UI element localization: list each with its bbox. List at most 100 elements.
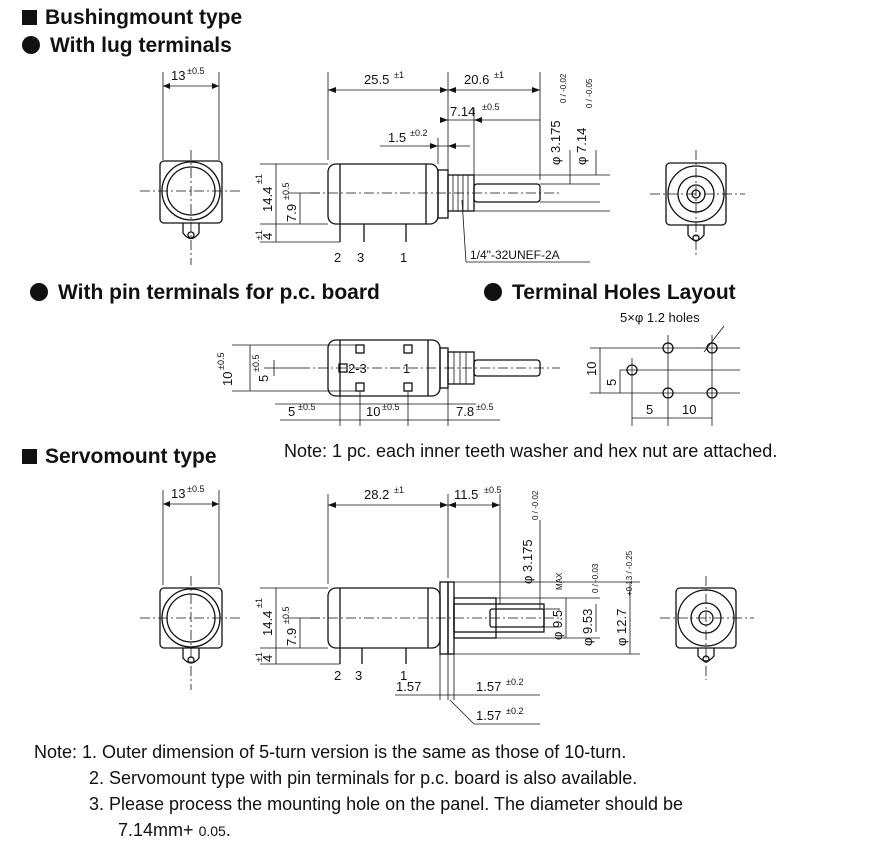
- servo-f157b: 1.57: [476, 679, 501, 694]
- lug-center: 7.9: [284, 204, 299, 222]
- pcb-pin-1: 1: [403, 361, 410, 376]
- servo-pin-1: 1: [400, 668, 407, 683]
- circle-bullet-icon: [30, 283, 48, 301]
- servo-height-tol: ±1: [254, 598, 264, 608]
- lug-shaft-dia: φ 3.175: [548, 120, 563, 165]
- pcb-d10-tol: ±0.5: [382, 402, 399, 412]
- lug-bush-dia: φ 7.14: [574, 128, 589, 165]
- servo-shaft-length: 11.5: [454, 487, 478, 502]
- servo-f157c-tol: ±0.2: [506, 706, 523, 716]
- heading-text: With pin terminals for p.c. board: [58, 281, 380, 304]
- servo-pin-3: 3: [355, 668, 362, 683]
- servo-d95: φ 9.5: [550, 610, 565, 640]
- pcb-side-view: 2-3 1 10 ±0.5 5 ±0.5 5 ±0.5 10 ±0.5 7.8 …: [216, 339, 560, 426]
- servo-d95-tol: MAX: [555, 572, 564, 590]
- lug-side-view: 2 3 1 25.5 ±1 20.6 ±1 7.14 ±0.5 1.5 ±0.2: [254, 70, 610, 265]
- square-bullet-icon: [22, 449, 37, 464]
- note-3: 3. Please process the mounting hole on t…: [89, 794, 684, 814]
- heading-text: With lug terminals: [50, 34, 232, 57]
- holes-label: 5×φ 1.2 holes: [620, 310, 700, 325]
- lug-flange: 1.5: [388, 130, 406, 145]
- servo-f157c: 1.57: [476, 708, 501, 723]
- lug-shaft-length-tol: ±1: [494, 70, 504, 80]
- pcb-h10: 10: [220, 372, 235, 386]
- lug-center-tol: ±0.5: [281, 183, 291, 200]
- pcb-d5: 5: [288, 404, 295, 419]
- lug-thread: 1/4"-32UNEF-2A: [470, 248, 560, 262]
- pcb-d78-tol: ±0.5: [476, 402, 493, 412]
- pcb-terminals-heading: With pin terminals for p.c. board: [30, 281, 380, 305]
- servo-foot-tol: ±1: [254, 652, 264, 662]
- servo-shaft-dia: φ 3.175: [520, 539, 535, 584]
- servo-d127: φ 12.7: [614, 609, 629, 646]
- note-3-dot: .: [225, 820, 231, 840]
- terminal-holes-layout: 5×φ 1.2 holes 10 5 5 10: [584, 310, 740, 426]
- terminal-holes-heading: Terminal Holes Layout: [484, 281, 736, 305]
- servo-center: 7.9: [284, 628, 299, 646]
- servomount-heading: Servomount type: [22, 445, 217, 469]
- pcb-h5: 5: [256, 375, 271, 382]
- servo-body-length-tol: ±1: [394, 485, 404, 495]
- pcb-d78: 7.8: [456, 404, 474, 419]
- lug-front-width-tol: ±0.5: [187, 66, 204, 76]
- servo-d953: φ 9.53: [580, 609, 595, 646]
- lug-pin-3: 3: [357, 250, 364, 265]
- lug-front-view: 13 ±0.5: [140, 66, 240, 265]
- lug-pin-2: 2: [334, 250, 341, 265]
- lug-bush-length-tol: ±0.5: [482, 102, 499, 112]
- servo-shaft-length-tol: ±0.5: [484, 485, 501, 495]
- lug-body-length: 25.5: [364, 72, 389, 87]
- servo-front-width: 13: [171, 486, 185, 501]
- lug-bush-length: 7.14: [450, 104, 475, 119]
- lug-rear-view: [650, 150, 745, 255]
- servo-side-view: 2 3 1 28.2 ±1 11.5 ±0.5 φ 3.175 0 / -0.0…: [254, 485, 640, 725]
- servo-rear-view: [660, 576, 754, 680]
- lug-pin-1: 1: [400, 250, 407, 265]
- servo-height: 14.4: [260, 611, 275, 636]
- servo-f157a: 1.57: [396, 679, 421, 694]
- servo-foot: 4: [260, 655, 275, 662]
- circle-bullet-icon: [484, 283, 502, 301]
- bushingmount-heading: Bushingmount type: [22, 6, 242, 30]
- note-3-tol: 0.05: [198, 823, 226, 839]
- heading-text: Servomount type: [45, 445, 217, 468]
- note-1: 1. Outer dimension of 5-turn version is …: [82, 742, 627, 762]
- servo-shaft-dia-tol: 0 / -0.02: [531, 490, 540, 520]
- square-bullet-icon: [22, 10, 37, 25]
- lug-shaft-dia-tol: 0 / -0.02: [559, 73, 568, 103]
- servo-note: Note: 1 pc. each inner teeth washer and …: [284, 441, 778, 461]
- lug-foot-tol: ±1: [254, 230, 264, 240]
- pcb-pins-23: 2-3: [348, 361, 367, 376]
- lug-bush-dia-tol: 0 / -0.05: [585, 78, 594, 108]
- pcb-d5-tol: ±0.5: [298, 402, 315, 412]
- servo-center-tol: ±0.5: [281, 607, 291, 624]
- holes-h5: 5: [646, 402, 653, 417]
- note-3-tolerance: 7.14mm+ 0.05.: [118, 820, 231, 841]
- lug-height: 14.4: [260, 187, 275, 212]
- servo-d127-tol: +0.13 / -0.25: [625, 550, 634, 596]
- note-3-value: 7.14mm+: [118, 820, 194, 840]
- circle-bullet-icon: [22, 36, 40, 54]
- servo-body-length: 28.2: [364, 487, 389, 502]
- servo-d953-tol: 0 / -0.03: [591, 563, 600, 593]
- holes-v10: 10: [584, 362, 599, 376]
- pcb-h10-tol: ±0.5: [216, 353, 226, 370]
- pcb-d10: 10: [366, 404, 380, 419]
- lug-terminals-heading: With lug terminals: [22, 34, 232, 58]
- lug-height-tol: ±1: [254, 174, 264, 184]
- lug-foot: 4: [260, 233, 275, 240]
- servo-pin-2: 2: [334, 668, 341, 683]
- lug-body-length-tol: ±1: [394, 70, 404, 80]
- lug-flange-tol: ±0.2: [410, 128, 427, 138]
- heading-text: Bushingmount type: [45, 6, 243, 29]
- holes-h10: 10: [682, 402, 696, 417]
- note-2: 2. Servomount type with pin terminals fo…: [89, 768, 638, 788]
- lug-shaft-length: 20.6: [464, 72, 489, 87]
- servo-front-width-tol: ±0.5: [187, 484, 204, 494]
- notes-prefix: Note:: [34, 742, 78, 762]
- holes-v5: 5: [604, 379, 619, 386]
- lug-front-width: 13: [171, 68, 185, 83]
- notes-block: Note: 1. Outer dimension of 5-turn versi…: [34, 742, 626, 763]
- servo-f157b-tol: ±0.2: [506, 677, 523, 687]
